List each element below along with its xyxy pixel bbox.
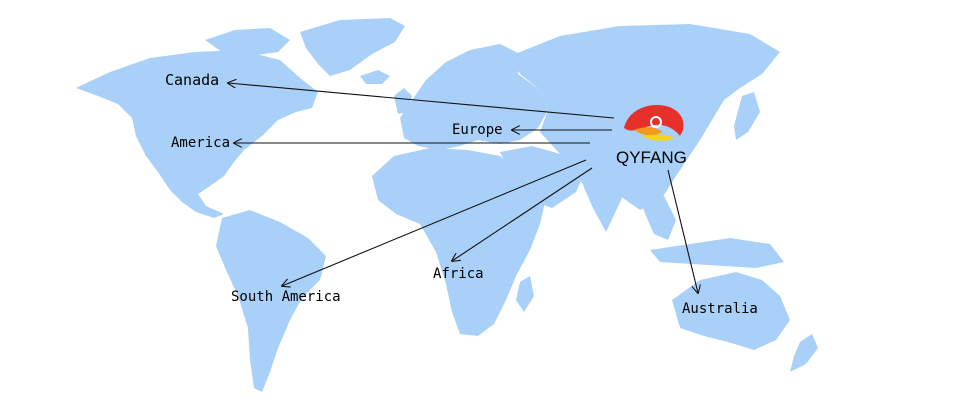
route-to-canada [228,83,615,119]
land-arabia [500,146,586,208]
land-europe [400,44,548,150]
land-greenland [300,18,405,76]
land-britain [394,88,412,114]
label-australia: Australia [682,301,758,317]
land-north-america [76,50,318,218]
land-australia [672,272,790,350]
brand-name: QYFANG [616,148,687,167]
label-africa: Africa [433,266,484,282]
label-america: America [171,135,231,151]
land-madagascar [516,276,534,312]
land-new-zealand [790,334,818,372]
land-indonesia [650,238,784,268]
land-arctic-islands [205,28,290,56]
route-to-australia [667,169,698,293]
land-japan [734,92,760,140]
land-south-america [216,210,326,392]
label-europe: Europe [452,122,503,138]
label-south-america: South America [231,289,341,305]
qyfang-logo-icon [624,104,684,141]
label-canada: Canada [165,71,220,89]
land-iceland [360,70,390,84]
land-southeast-asia [640,196,676,240]
route-to-africa [452,167,593,261]
route-to-south-america [282,159,587,286]
land-india [580,176,622,232]
